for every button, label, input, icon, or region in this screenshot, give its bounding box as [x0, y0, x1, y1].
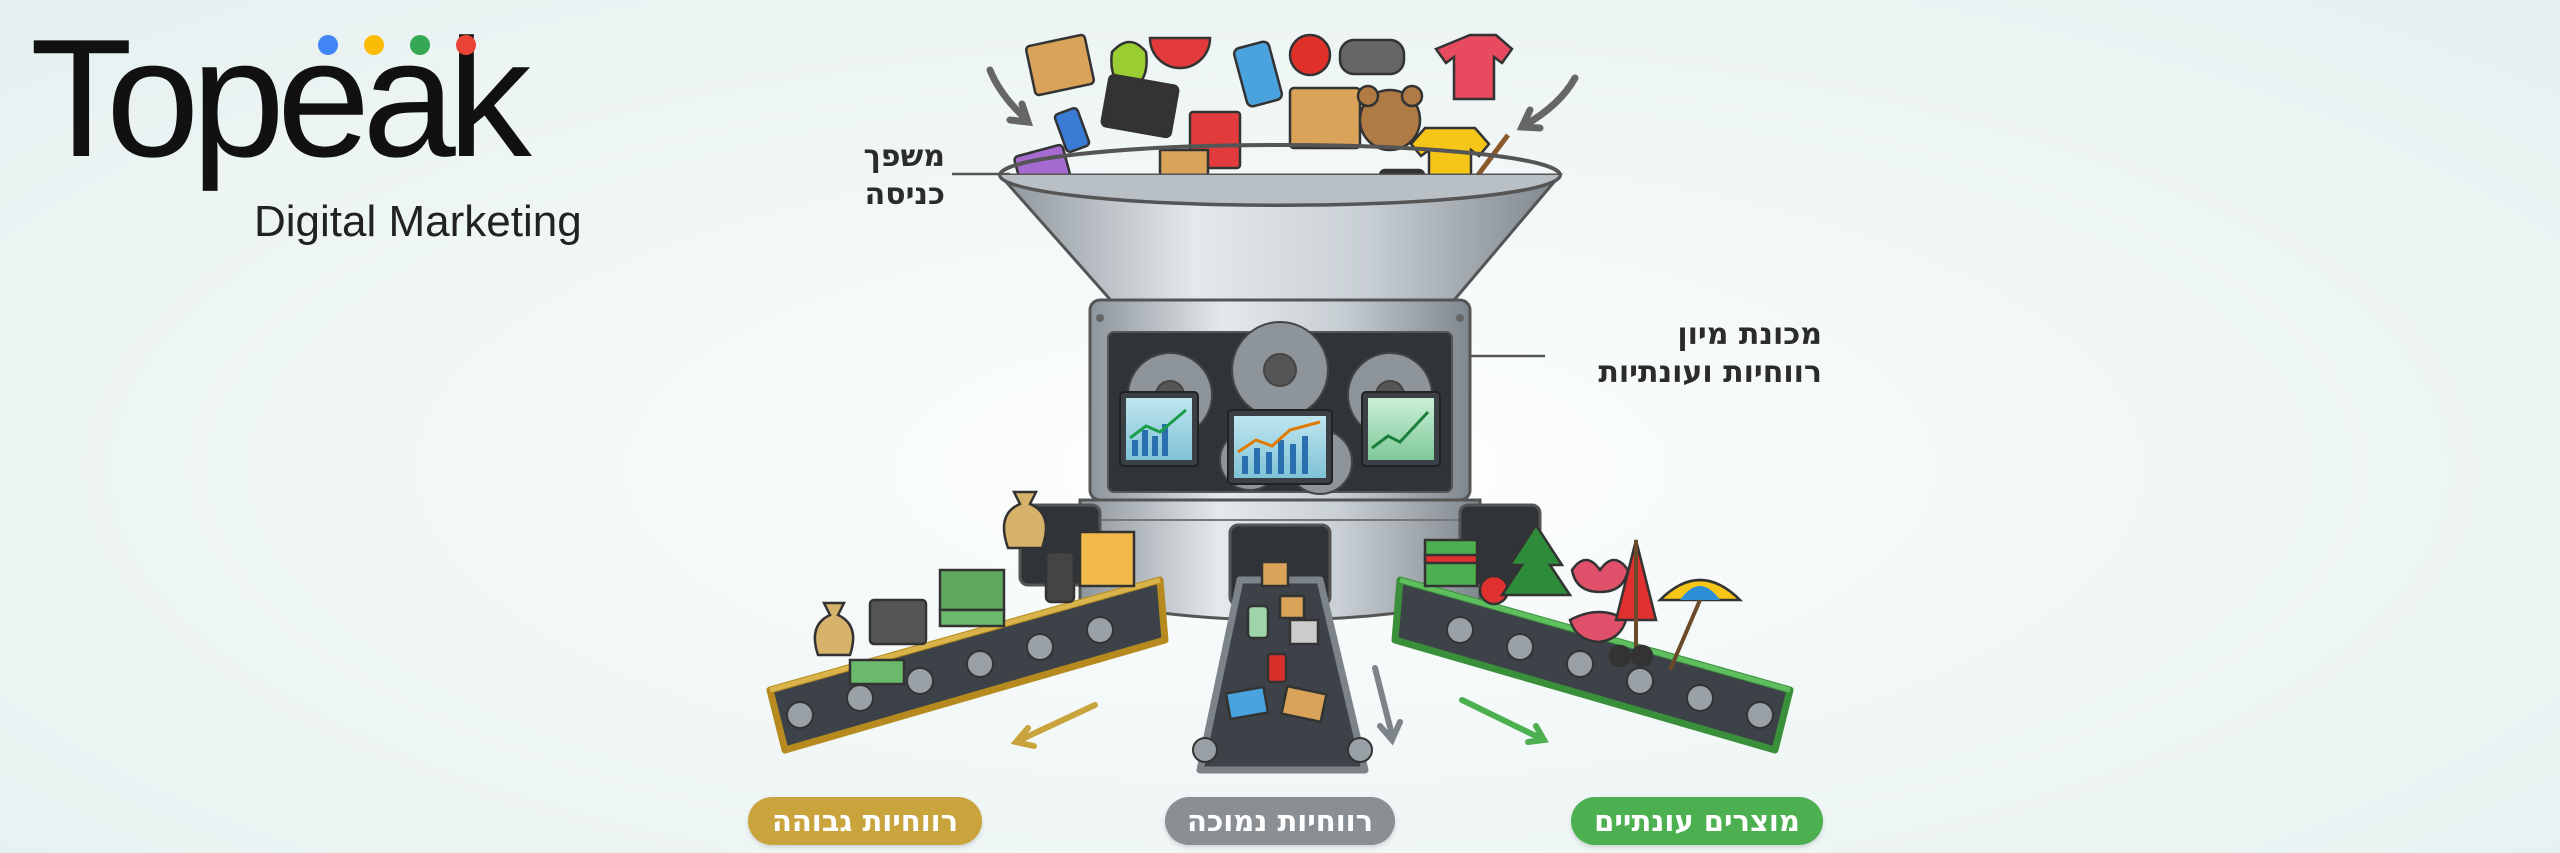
logo-wordmark: Topeak	[30, 4, 532, 192]
logo-dot-blue	[318, 35, 338, 55]
input-arrow-right-icon	[1516, 74, 1579, 132]
money-bag-icon	[1002, 490, 1048, 550]
logo-dot-red	[456, 35, 476, 55]
conveyor-low-profit	[1192, 560, 1373, 774]
money-bag-icon	[813, 601, 855, 657]
box-icon	[1288, 86, 1362, 150]
analytics-monitor-left-icon	[1119, 391, 1199, 467]
funnel-label: משפך כניסה	[800, 138, 945, 213]
conveyor-high-profit	[766, 490, 1169, 754]
low-profitability-badge: רווחיות נמוכה	[1165, 797, 1395, 845]
machine-label-line1: מכונת מיון	[1677, 317, 1822, 352]
funnel-label-line2: כניסה	[864, 176, 945, 212]
box-icon	[1024, 33, 1096, 97]
analytics-monitor-center-icon	[1227, 409, 1333, 485]
smartphone-icon	[1044, 550, 1076, 604]
watermelon-icon	[1148, 36, 1212, 70]
output-arrow-left-icon	[1010, 702, 1098, 749]
seasonal-products-badge: מוצרים עונתיים	[1571, 797, 1823, 845]
jar-icon	[1246, 604, 1270, 640]
bottle-icon	[1232, 40, 1284, 108]
funnel-label-line1: משפך	[863, 139, 945, 174]
can-icon	[1266, 652, 1288, 684]
gift-box-icon	[1078, 530, 1136, 588]
apple-icon	[1288, 33, 1332, 77]
cash-stack-icon	[938, 568, 1006, 612]
logo-dot-yellow	[364, 35, 384, 55]
input-funnel	[996, 143, 1564, 319]
input-arrow-left-icon	[986, 66, 1034, 127]
ornament-icon	[1478, 574, 1510, 606]
small-item-icon	[1288, 618, 1320, 646]
laptop-icon	[868, 598, 928, 646]
high-profitability-badge: רווחיות גבוהה	[748, 797, 982, 845]
machine-label: מכונת מיון רווחיות ועונתיות	[1500, 316, 1822, 391]
topeak-logo: Topeak Digital Marketing	[30, 14, 630, 246]
output-arrow-down-icon	[1372, 665, 1403, 746]
small-box-icon	[1224, 685, 1270, 721]
gamepad-icon	[1338, 38, 1406, 76]
teddy-bear-icon	[1358, 88, 1422, 152]
christmas-tree-icon	[1499, 522, 1573, 597]
conveyor-seasonal	[1391, 522, 1794, 754]
analytics-monitor-right-icon	[1361, 391, 1441, 467]
logo-dot-green	[410, 35, 430, 55]
bikini-icon	[1570, 558, 1630, 594]
cash-stack-icon	[848, 658, 906, 686]
output-arrow-right-icon	[1459, 697, 1549, 745]
logo-subtitle: Digital Marketing	[254, 197, 582, 246]
machine-label-line2: רווחיות ועונתיות	[1598, 354, 1822, 390]
small-box-icon	[1260, 560, 1290, 588]
phone-icon	[1053, 106, 1091, 154]
laptop-icon	[1100, 73, 1180, 139]
sunglasses-icon	[1608, 644, 1632, 668]
shirt-icon	[1434, 33, 1514, 101]
